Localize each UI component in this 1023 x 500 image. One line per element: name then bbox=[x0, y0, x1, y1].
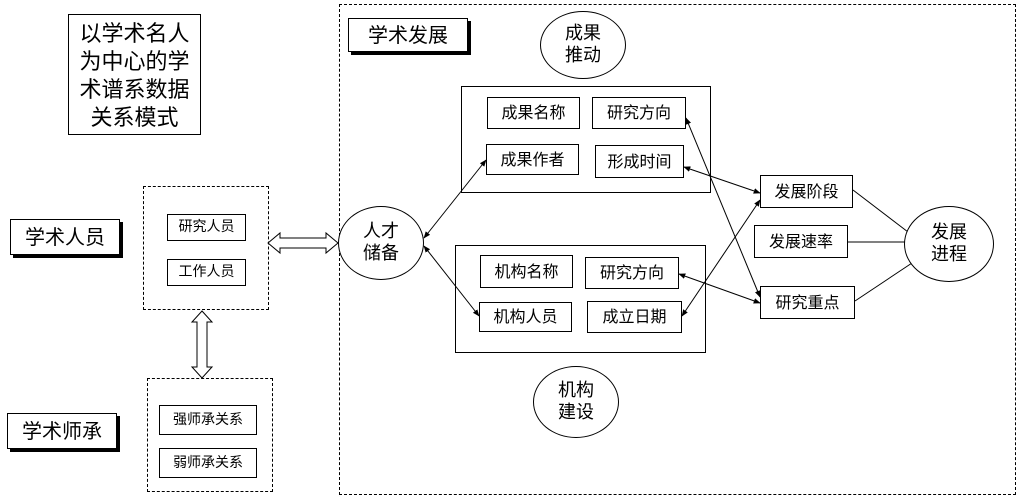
institution-building-node: 机构 建设 bbox=[533, 366, 619, 438]
institution-field-name: 机构名称 bbox=[480, 255, 573, 288]
achievement-group bbox=[461, 86, 711, 193]
process-field-stage: 发展阶段 bbox=[760, 175, 853, 208]
diagram-title: 以学术名人 为中心的学 术谱系数据 关系模式 bbox=[68, 14, 201, 135]
development-process-node: 发展 进程 bbox=[904, 206, 994, 282]
link-focus-process bbox=[854, 262, 913, 302]
talent-reserve-node: 人才 储备 bbox=[338, 206, 424, 280]
institution-field-staff: 机构人员 bbox=[479, 302, 572, 332]
academic-staff-label: 学术人员 bbox=[10, 219, 120, 255]
staff-item-worker: 工作人员 bbox=[167, 259, 246, 286]
link-stage-process bbox=[852, 189, 909, 233]
link-inst-direction-focus bbox=[678, 273, 761, 304]
process-field-rate: 发展速率 bbox=[754, 225, 848, 258]
institution-field-date: 成立日期 bbox=[587, 301, 682, 333]
staff-group bbox=[143, 186, 269, 310]
double-arrow-staff-lineage bbox=[190, 310, 214, 379]
achievement-field-author: 成果作者 bbox=[486, 144, 579, 175]
lineage-item-strong: 强师承关系 bbox=[159, 405, 257, 435]
achievement-field-time: 形成时间 bbox=[595, 145, 684, 178]
lineage-item-weak: 弱师承关系 bbox=[159, 448, 257, 478]
link-talent-achievement-author bbox=[423, 159, 487, 239]
double-arrow-staff-talent bbox=[267, 231, 339, 255]
institution-field-direction: 研究方向 bbox=[585, 257, 679, 289]
academic-lineage-label: 学术师承 bbox=[7, 413, 117, 449]
achievement-field-direction: 研究方向 bbox=[592, 97, 686, 129]
staff-item-researcher: 研究人员 bbox=[167, 214, 246, 241]
link-research-direction-focus bbox=[685, 117, 761, 298]
process-field-focus: 研究重点 bbox=[760, 286, 855, 319]
lineage-group bbox=[147, 378, 273, 492]
achievement-field-name: 成果名称 bbox=[487, 97, 580, 129]
institution-group bbox=[455, 245, 706, 353]
achievement-promotion-node: 成果 推动 bbox=[540, 11, 626, 79]
link-talent-institution-staff bbox=[423, 245, 480, 317]
development-section-label: 学术发展 bbox=[348, 18, 468, 52]
